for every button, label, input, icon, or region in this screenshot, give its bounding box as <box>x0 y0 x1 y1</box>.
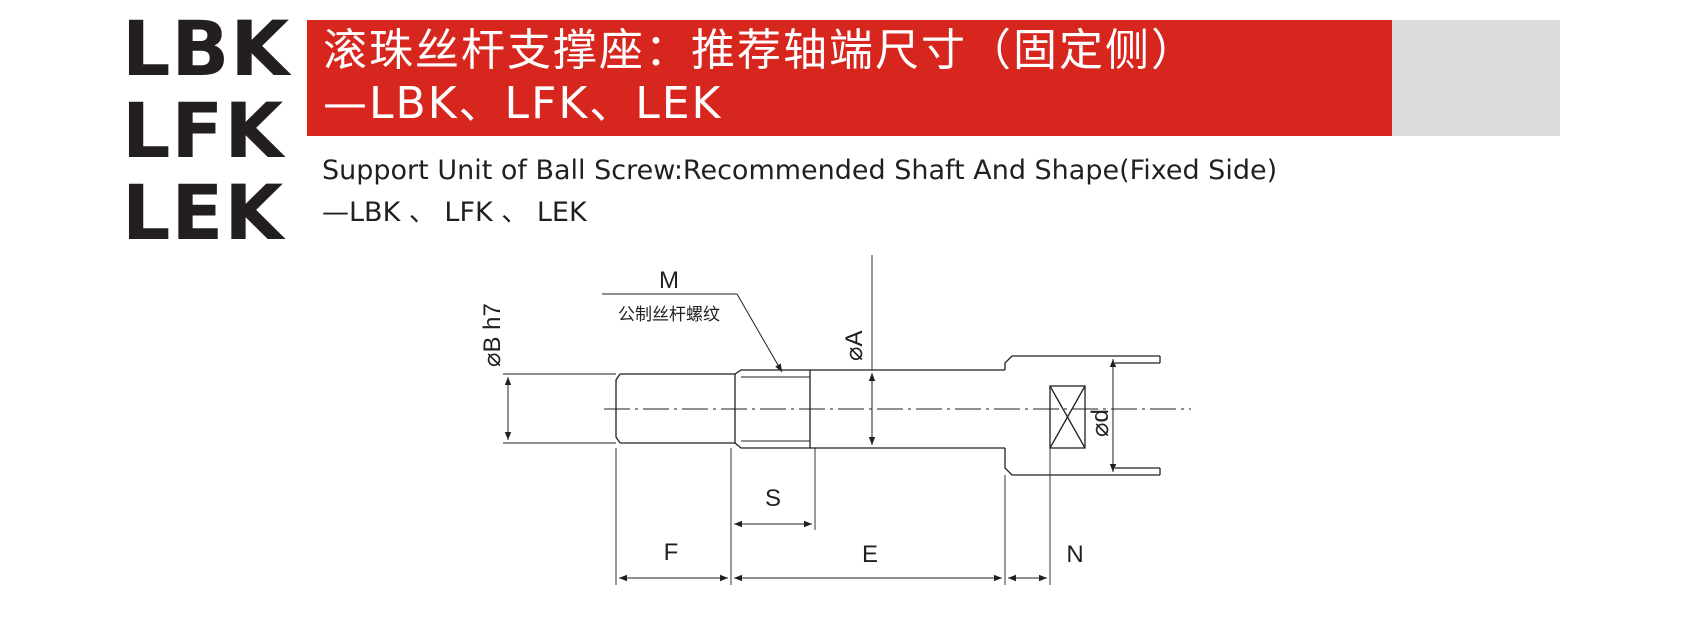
label-d: ⌀d <box>1087 409 1114 437</box>
shaft-outline <box>615 355 1161 476</box>
subtitle-line2: —LBK 、 LFK 、 LEK <box>322 197 587 228</box>
model-lbk: LBK <box>122 4 291 93</box>
title-banner <box>307 20 1392 136</box>
label-s: S <box>765 485 781 512</box>
extension-lines <box>503 255 1051 585</box>
title-banner-text: 滚珠丝杆支撑座：推荐轴端尺寸（固定侧） —LBK、LFK、LEK <box>323 24 1383 130</box>
title-models: —LBK、LFK、LEK <box>323 78 723 129</box>
shoulder-top <box>1004 355 1160 370</box>
subtitle-line1: Support Unit of Ball Screw:Recommended S… <box>322 155 1278 186</box>
wrench-flat <box>1049 385 1086 449</box>
leader-m-arrow <box>736 293 783 373</box>
title-banner-gray-block <box>1392 20 1560 136</box>
model-lek: LEK <box>122 168 285 257</box>
label-b-h7: ⌀B h7 <box>479 303 506 367</box>
model-codes: LBK LFK LEK <box>122 8 292 254</box>
label-n: N <box>1066 541 1083 568</box>
label-thread-note: 公制丝杆螺纹 <box>618 305 720 324</box>
label-m: M <box>659 267 679 294</box>
shoulder-bottom <box>1004 448 1160 476</box>
title-chinese: 滚珠丝杆支撑座：推荐轴端尺寸（固定侧） <box>323 25 1197 76</box>
model-lfk: LFK <box>122 86 285 175</box>
label-e: E <box>862 541 878 568</box>
english-subtitle: Support Unit of Ball Screw:Recommended S… <box>322 150 1422 234</box>
label-a: ⌀A <box>841 331 868 361</box>
dimension-lines <box>504 293 1117 582</box>
label-f: F <box>664 539 679 566</box>
wrench-flat-cross-b <box>1049 385 1086 449</box>
